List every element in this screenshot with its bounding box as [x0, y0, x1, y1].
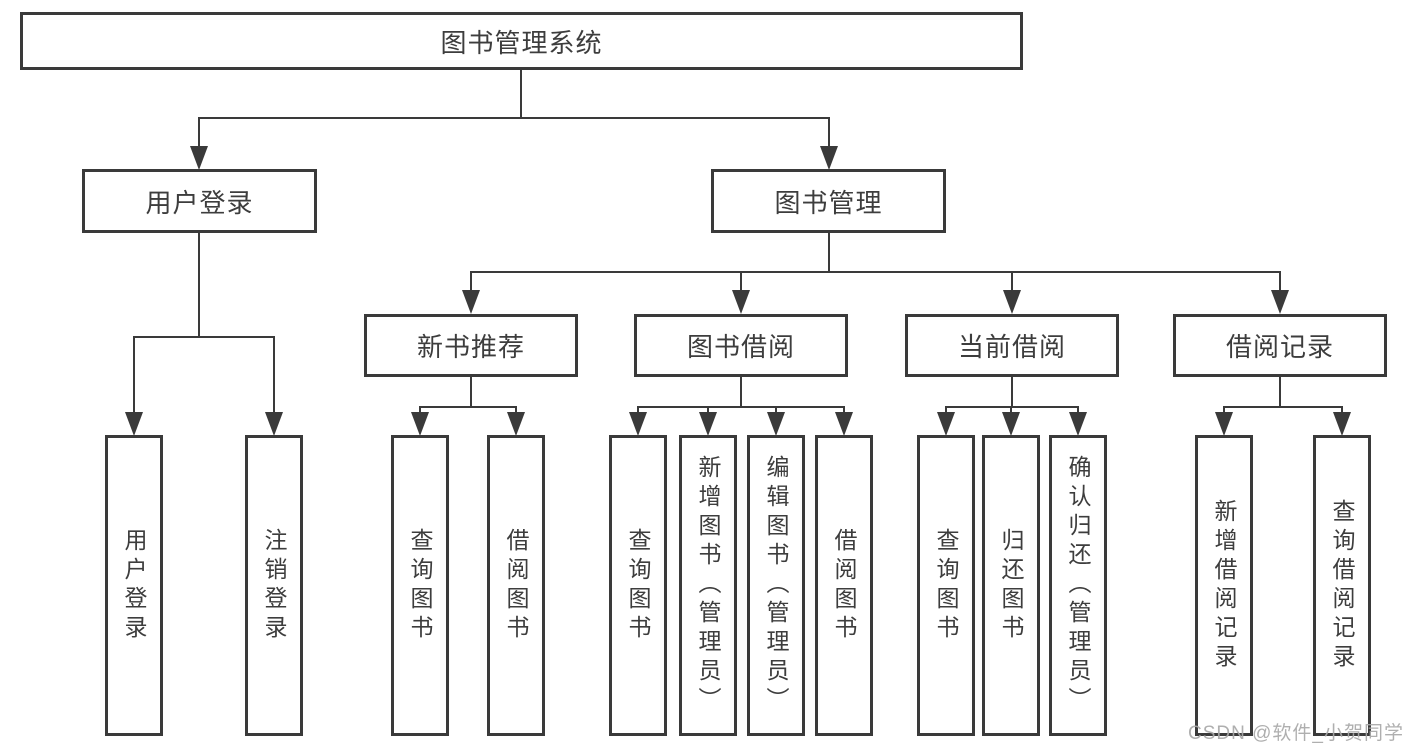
arrow-down-icon [411, 412, 429, 436]
arrow-down-icon [1333, 412, 1351, 436]
leaf-label: 查询图书 [407, 527, 433, 644]
leaf-cb-confirm-return-admin: 确认归还（管理员） [1049, 435, 1107, 736]
leaf-label: 新增图书（管理员） [695, 455, 721, 716]
connector-line [1279, 377, 1281, 408]
connector-line [707, 406, 709, 413]
connector-line [1341, 406, 1343, 413]
node-label: 新书推荐 [416, 332, 525, 362]
connector-line [637, 406, 845, 408]
connector-line [1011, 377, 1013, 408]
connector-line [520, 70, 522, 118]
leaf-cb-return-book: 归还图书 [982, 435, 1040, 736]
connector-line [637, 406, 639, 413]
arrow-down-icon [820, 146, 838, 170]
connector-line [945, 406, 1079, 408]
arrow-down-icon [629, 412, 647, 436]
node-book-management: 图书管理 [711, 169, 946, 233]
connector-line [740, 377, 742, 408]
connector-line [1223, 406, 1343, 408]
leaf-label: 注销登录 [261, 527, 287, 644]
connector-line [198, 233, 200, 338]
connector-line [198, 117, 200, 147]
leaf-label: 借阅图书 [503, 527, 529, 644]
leaf-label: 编辑图书（管理员） [763, 455, 789, 716]
connector-line [133, 336, 135, 413]
leaf-bb-edit-book-admin: 编辑图书（管理员） [747, 435, 805, 736]
connector-line [470, 377, 472, 408]
arrow-down-icon [699, 412, 717, 436]
node-label: 图书借阅 [686, 332, 795, 362]
node-label: 借阅记录 [1225, 332, 1334, 362]
node-label: 图书管理系统 [440, 27, 603, 58]
connector-line [1223, 406, 1225, 413]
connector-line [775, 406, 777, 413]
leaf-cb-query-book: 查询图书 [917, 435, 975, 736]
connector-line [828, 233, 830, 273]
arrow-down-icon [265, 412, 283, 436]
connector-line [1010, 406, 1012, 413]
leaf-label: 用户登录 [121, 527, 147, 644]
leaf-label: 确认归还（管理员） [1065, 455, 1091, 716]
node-label: 图书管理 [774, 187, 883, 218]
leaf-label: 查询借阅记录 [1329, 498, 1355, 673]
connector-line [133, 336, 275, 338]
connector-line [470, 271, 472, 292]
node-borrowing-records: 借阅记录 [1173, 314, 1387, 377]
node-label: 用户登录 [145, 187, 254, 218]
arrow-down-icon [462, 290, 480, 314]
leaf-label: 查询图书 [933, 527, 959, 644]
csdn-watermark: CSDN @软件_小贺同学 [1188, 723, 1404, 744]
arrow-down-icon [732, 290, 750, 314]
node-library-system: 图书管理系统 [20, 12, 1023, 70]
arrow-down-icon [767, 412, 785, 436]
leaf-label: 归还图书 [998, 527, 1024, 644]
leaf-nbr-query-book: 查询图书 [391, 435, 449, 736]
connector-line [419, 406, 517, 408]
leaf-user-login: 用户登录 [105, 435, 163, 736]
arrow-down-icon [1002, 412, 1020, 436]
connector-line [945, 406, 947, 413]
leaf-label: 借阅图书 [831, 527, 857, 644]
connector-line [273, 336, 275, 413]
connector-line [1279, 271, 1281, 292]
connector-line [843, 406, 845, 413]
node-new-book-recommend: 新书推荐 [364, 314, 578, 377]
leaf-rec-add-record: 新增借阅记录 [1195, 435, 1253, 736]
leaf-bb-borrow-book: 借阅图书 [815, 435, 873, 736]
arrow-down-icon [1069, 412, 1087, 436]
arrow-down-icon [125, 412, 143, 436]
connector-line [515, 406, 517, 413]
connector-line [1077, 406, 1079, 413]
node-user-login: 用户登录 [82, 169, 317, 233]
node-current-borrowing: 当前借阅 [905, 314, 1119, 377]
arrow-down-icon [507, 412, 525, 436]
node-book-borrowing: 图书借阅 [634, 314, 848, 377]
arrow-down-icon [1215, 412, 1233, 436]
arrow-down-icon [1271, 290, 1289, 314]
leaf-nbr-borrow-book: 借阅图书 [487, 435, 545, 736]
leaf-bb-query-book: 查询图书 [609, 435, 667, 736]
connector-line [198, 117, 830, 119]
connector-line [1011, 271, 1013, 292]
arrow-down-icon [937, 412, 955, 436]
connector-line [828, 117, 830, 147]
node-label: 当前借阅 [957, 332, 1066, 362]
arrow-down-icon [1003, 290, 1021, 314]
arrow-down-icon [835, 412, 853, 436]
leaf-bb-add-book-admin: 新增图书（管理员） [679, 435, 737, 736]
connector-line [470, 271, 1281, 273]
connector-line [419, 406, 421, 413]
leaf-label: 查询图书 [625, 527, 651, 644]
leaf-rec-query-record: 查询借阅记录 [1313, 435, 1371, 736]
arrow-down-icon [190, 146, 208, 170]
leaf-label: 新增借阅记录 [1211, 498, 1237, 673]
connector-line [740, 271, 742, 292]
leaf-logout: 注销登录 [245, 435, 303, 736]
